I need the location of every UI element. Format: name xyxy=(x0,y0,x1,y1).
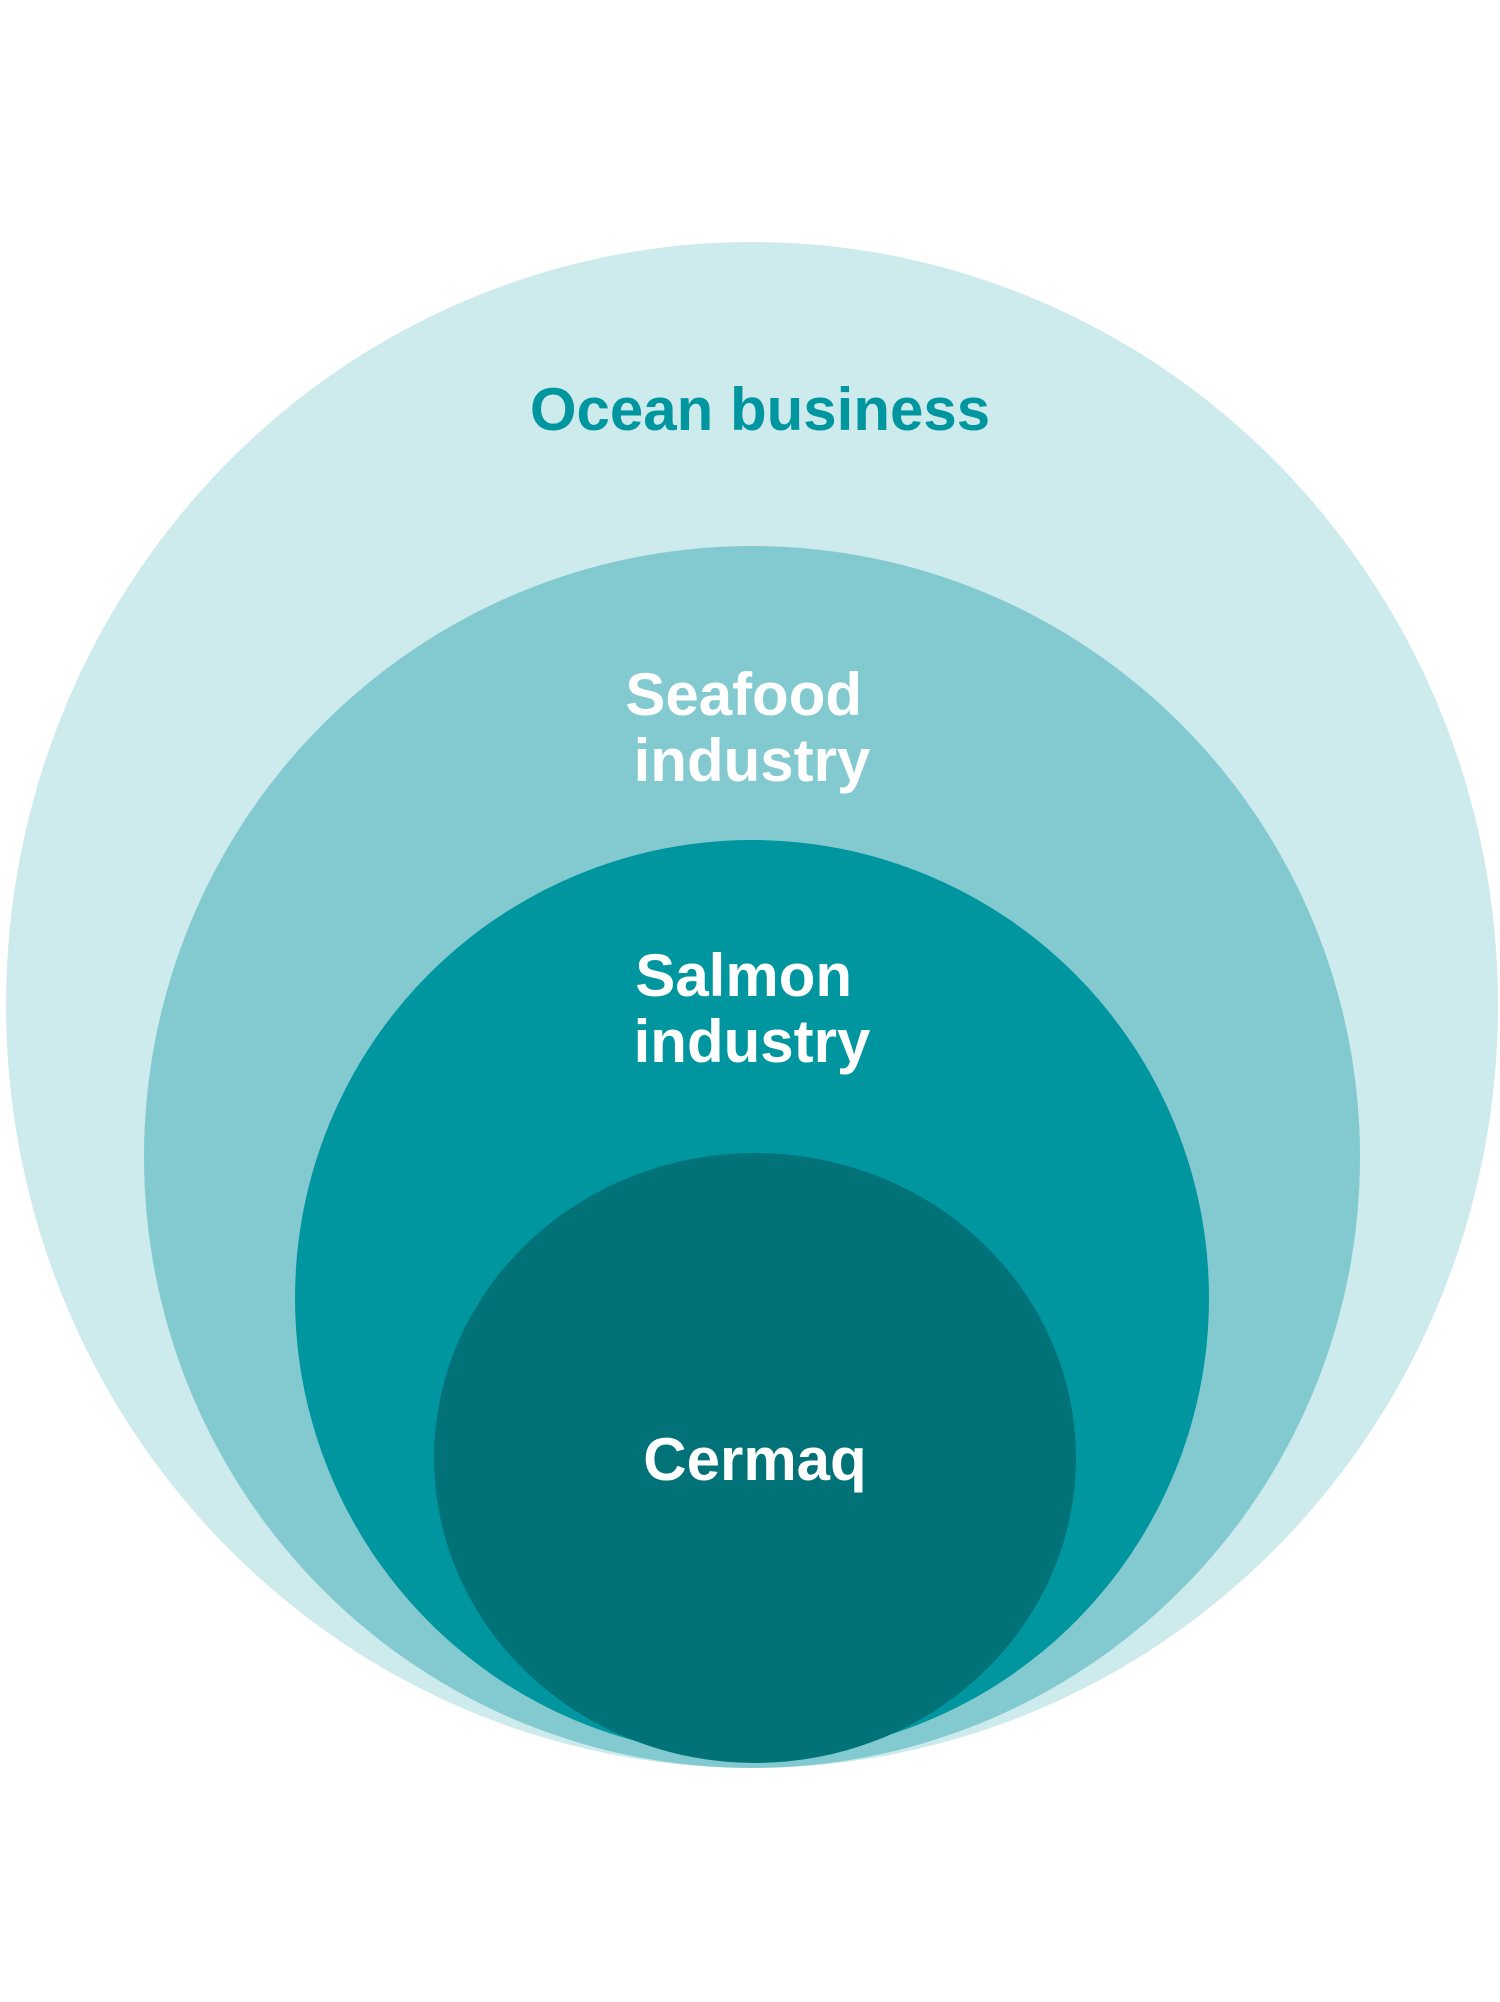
label-cermaq: Cermaq xyxy=(643,1426,866,1493)
label-seafood-industry-line-2: industry xyxy=(634,727,871,794)
circle-cermaq xyxy=(434,1153,1076,1763)
label-ocean-business: Ocean business xyxy=(530,376,990,443)
label-seafood-industry: Seafood industry xyxy=(625,661,878,794)
label-seafood-industry-line-1: Seafood xyxy=(625,661,862,728)
label-salmon-industry-line-2: industry xyxy=(634,1008,871,1075)
label-cermaq-line-1: Cermaq xyxy=(643,1426,866,1493)
circle-group-cermaq: Cermaq xyxy=(434,1153,1076,1763)
label-salmon-industry: Salmon industry xyxy=(634,942,871,1075)
label-salmon-industry-line-1: Salmon xyxy=(635,942,852,1009)
label-ocean-business-line-1: Ocean business xyxy=(530,376,990,443)
